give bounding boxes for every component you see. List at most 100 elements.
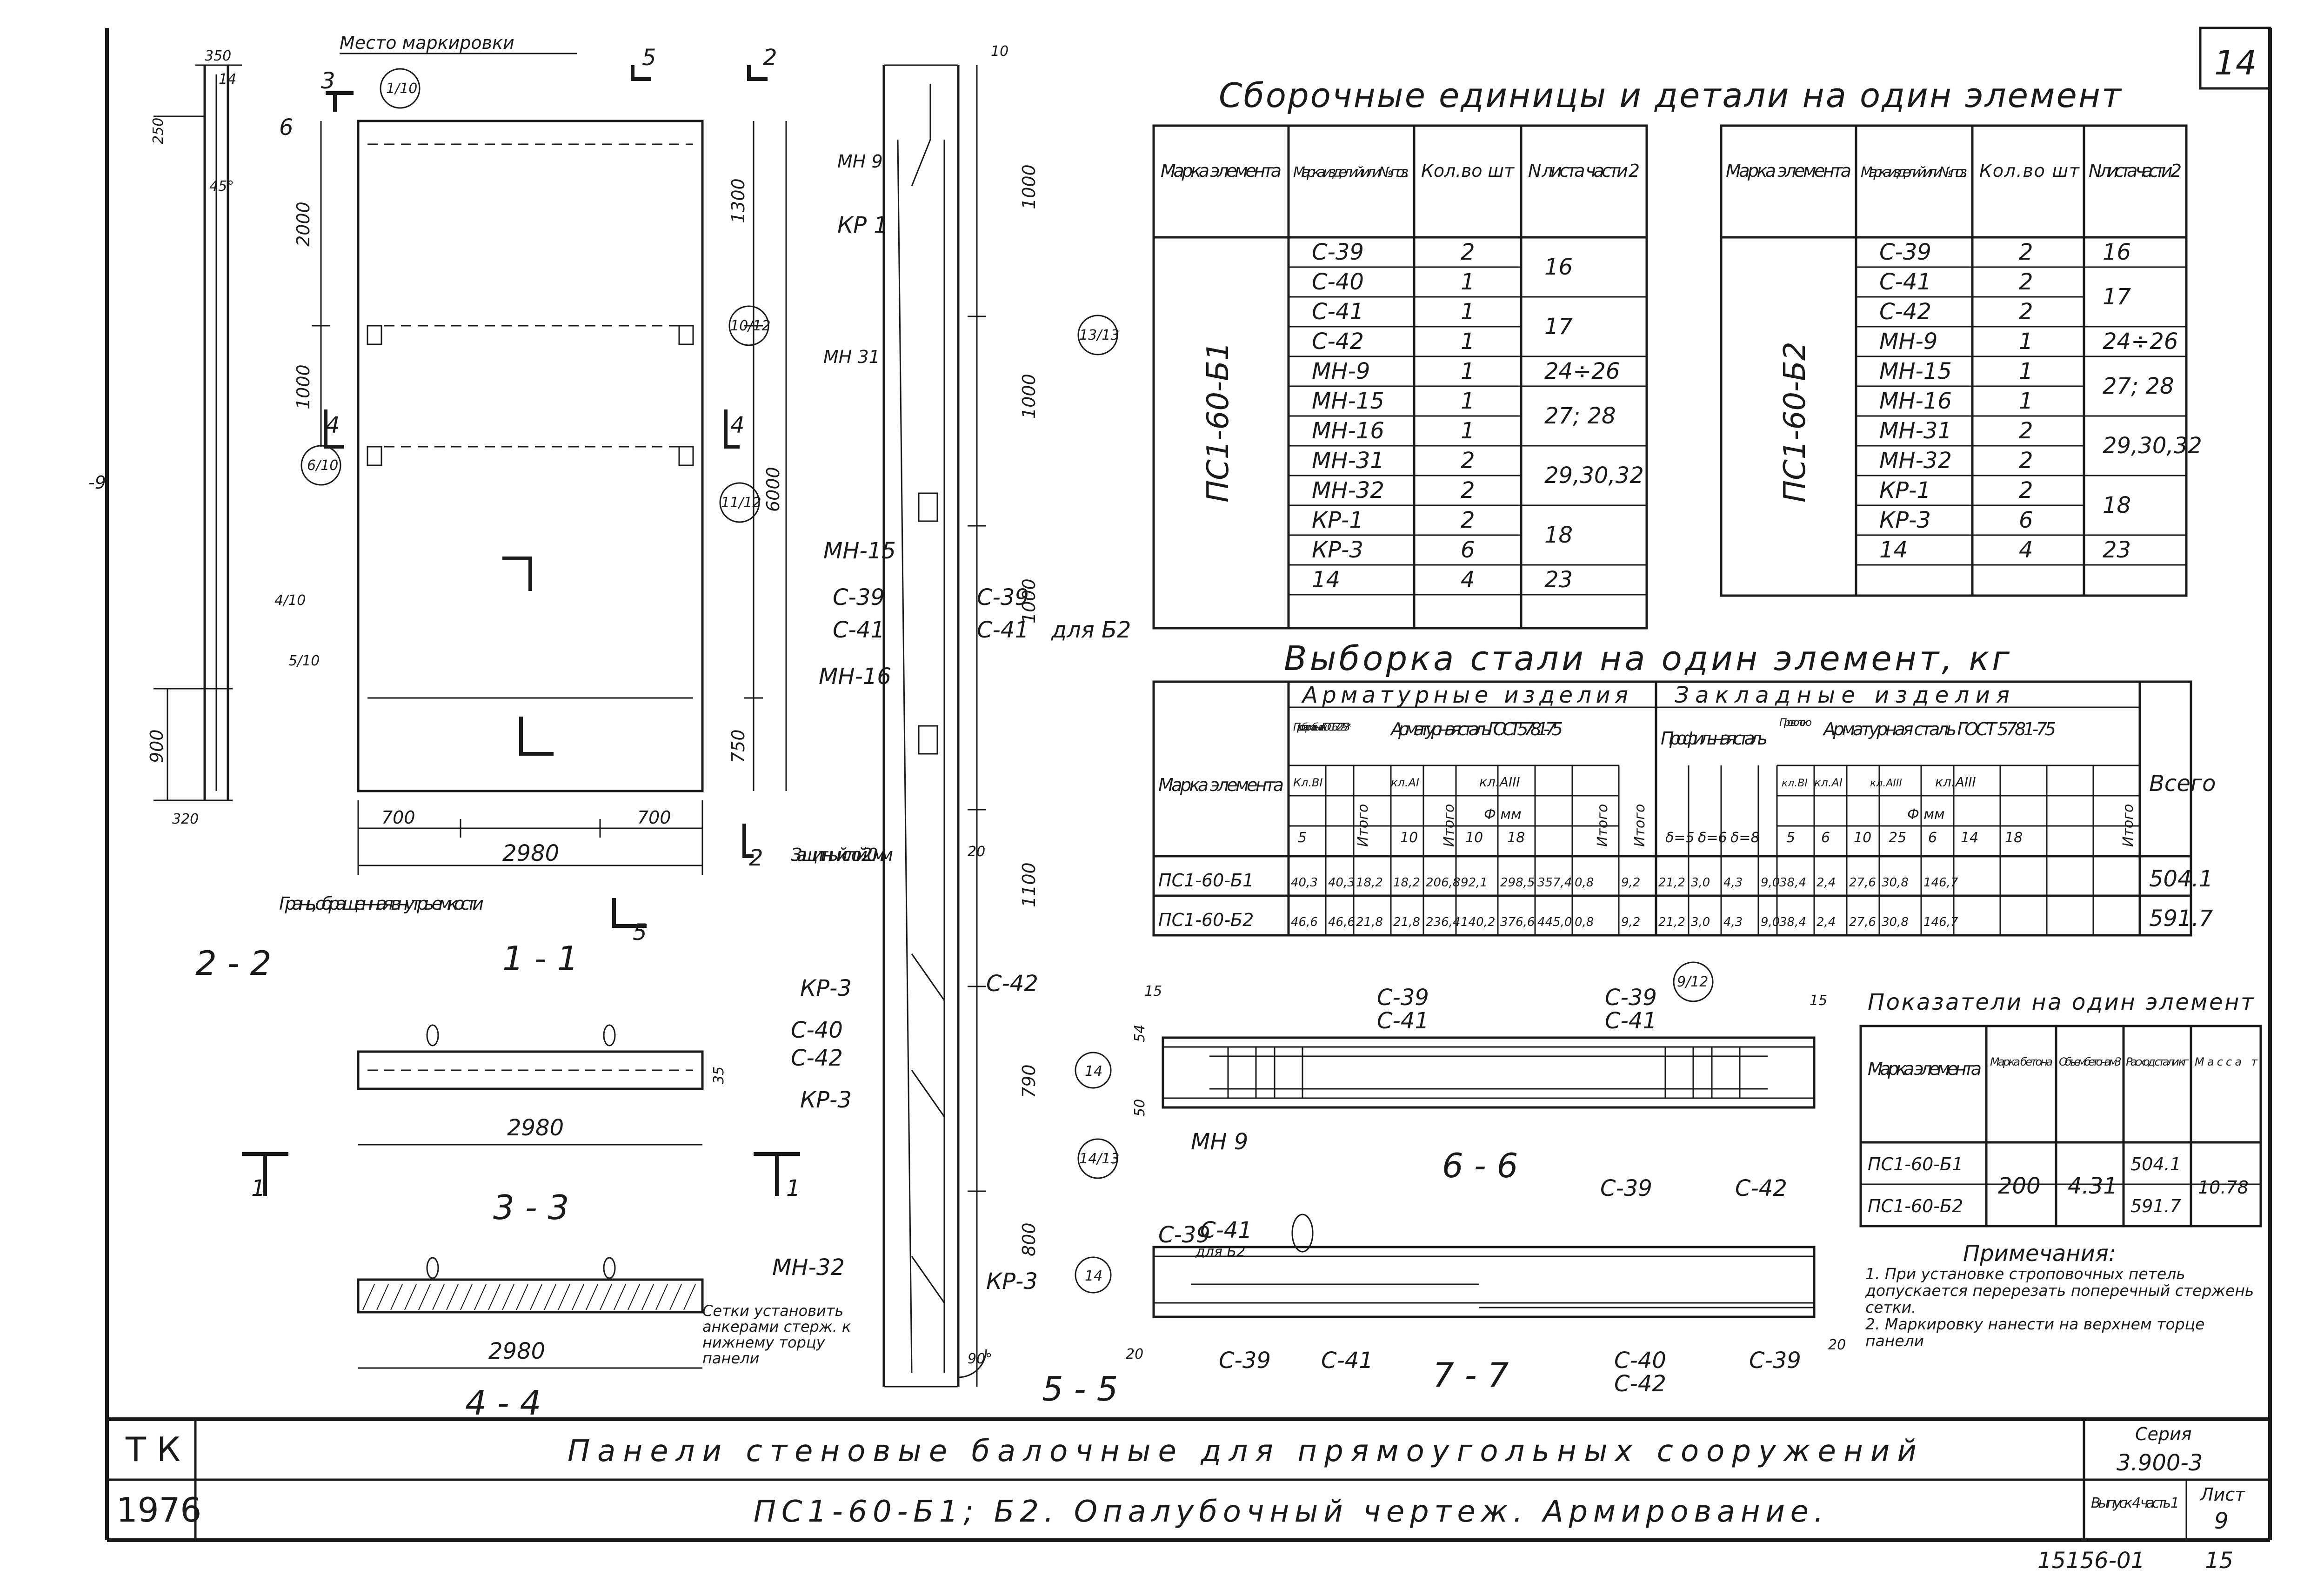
steel-itogo-1: Итого [1355, 804, 1371, 847]
units-table-b1-grid [1152, 124, 1648, 630]
dim-1000b: 1000 [1019, 374, 1039, 419]
ind-h4: Расход стали кг [2126, 1055, 2189, 1068]
dim-90: 90° [968, 1351, 992, 1367]
hatch-line [530, 1284, 542, 1310]
units-b2-qty: 2 [2019, 418, 2033, 444]
units-b2-sheet: 17 [2103, 284, 2131, 310]
dim-2980b: 2980 [507, 1115, 564, 1141]
callout-14-13: 14/13 [1079, 1151, 1119, 1167]
units-b1-sheet: 16 [1544, 254, 1573, 280]
units-b1-sheet: 29,30,32 [1544, 463, 1644, 489]
units-b2-sheet: 24÷26 [2103, 329, 2178, 355]
units-b1-qty: 2 [1461, 448, 1475, 474]
archive-page: 15 [2205, 1548, 2233, 1574]
dim-900: 900 [147, 729, 167, 763]
label-kp3c: КР-3 [986, 1268, 1038, 1295]
hatch-line [669, 1284, 682, 1310]
hatch-line [446, 1284, 459, 1310]
hatch-line [544, 1284, 556, 1310]
units-b2-qty: 4 [2019, 537, 2033, 563]
steel-sub2: Арматурная сталь ГОСТ 5781-75 [1389, 719, 1563, 739]
units-b2-sheet: 27; 28 [2103, 373, 2174, 399]
mark-2b: 2 [749, 845, 763, 871]
steel-class-e: кл.АIII [1935, 774, 1976, 790]
units-b1-mark: КР-3 [1312, 537, 1363, 563]
hatch-line [376, 1284, 389, 1310]
steel-cell: 21,8 [1356, 915, 1383, 929]
units-b1-mark: С-41 [1312, 299, 1364, 325]
hatch-line [558, 1284, 570, 1310]
dim-700a: 700 [381, 807, 415, 828]
stamp-series-value: 3.900-3 [2117, 1450, 2203, 1476]
steel-diam: 25 [1889, 830, 1906, 846]
steel-cell: 9,2 [1621, 876, 1640, 890]
mark-1b: 1 [786, 1175, 801, 1201]
ind-h3: Объем бетона м3 [2059, 1055, 2122, 1068]
steel-diam: 18 [1507, 830, 1525, 846]
steel-col-mark: Марка элемента [1158, 775, 1284, 795]
label-77-c41b: С-41 [1321, 1348, 1373, 1374]
callout-6-10: 6/10 [307, 457, 338, 474]
ind-row1-steel: 504.1 [2130, 1154, 2181, 1174]
units-b1-qty: 1 [1461, 329, 1475, 355]
steel-cell: 146,7 [1923, 915, 1958, 929]
hatch-line [655, 1284, 668, 1310]
callout-14a: 14 [1085, 1063, 1102, 1080]
callouts [301, 68, 1714, 1294]
steel-cell: 30,8 [1882, 915, 1909, 929]
callout-14b: 14 [1085, 1268, 1102, 1284]
section-5-5 [882, 64, 987, 1388]
units-b1-qty: 1 [1461, 299, 1475, 325]
hatch-line [586, 1284, 598, 1310]
hatch-line [488, 1284, 501, 1310]
dim-1000: 1000 [293, 364, 314, 409]
steel-table-title: Выборка стали на один элемент, кг [1284, 639, 2010, 678]
hatch-line [641, 1284, 654, 1310]
steel-cell: 9,0 [1761, 915, 1780, 929]
units-b1-mark: С-42 [1312, 329, 1364, 355]
label-77-c42: С-42 [1735, 1175, 1787, 1201]
units-b2-qty: 2 [2019, 269, 2033, 295]
stamp-sheet-label: Лист [2199, 1484, 2246, 1505]
units-b1-qty: 2 [1461, 477, 1475, 503]
dim-6000: 6000 [763, 467, 783, 512]
callout-1-10: 1/10 [386, 80, 417, 97]
dim-15a: 15 [1144, 983, 1162, 999]
dim-320: 320 [172, 811, 199, 827]
hatch-line [432, 1284, 445, 1310]
steel-cell: 140,2 [1461, 915, 1495, 929]
label-mh9: МН 9 [837, 151, 883, 172]
dim-250: 250 [150, 118, 167, 144]
steel-cell: 27,6 [1849, 915, 1876, 929]
label-kp3a: КР-3 [800, 975, 852, 1001]
label-cover: Защитный слой 20мм [791, 845, 893, 865]
hatch-line [516, 1284, 528, 1310]
units-b1-qty: 1 [1461, 388, 1475, 414]
units-b1-sheet: 23 [1544, 567, 1573, 593]
mesh-note: Сетки установить анкерами стерж. к нижне… [702, 1303, 851, 1366]
units-b1-qty: 4 [1461, 567, 1475, 593]
mark-2: 2 [763, 45, 777, 71]
units-b2-mark: МН-16 [1879, 388, 1952, 414]
steel-cell: 40,3 [1328, 876, 1355, 890]
indicators-title: Показатели на один элемент [1868, 989, 2255, 1015]
hatch-line [474, 1284, 487, 1310]
hatch-line [418, 1284, 431, 1310]
steel-class-d: кл.АI [1814, 776, 1843, 789]
steel-cell: 4,3 [1723, 915, 1743, 929]
label-77-c42b: С-42 [1614, 1371, 1666, 1397]
steel-cell: 92,1 [1461, 876, 1488, 890]
steel-cell: 46,6 [1291, 915, 1318, 929]
steel-vsego: Всего [2149, 771, 2216, 797]
hatch-line [460, 1284, 473, 1310]
units-b2-mark: 14 [1879, 537, 1908, 563]
steel-cell: 21,2 [1658, 876, 1685, 890]
ind-h5: Масса т [2195, 1055, 2258, 1068]
label-mh15: МН-15 [823, 538, 896, 564]
label-mh31: МН 31 [823, 347, 880, 367]
units-b2-mark: С-39 [1879, 239, 1931, 265]
dim-14: 14 [219, 71, 236, 87]
steel-sub4: Проволоко [1779, 717, 1812, 729]
section-2-2 [154, 64, 242, 801]
units-b2-h2: Марка изделий или № поз. [1861, 164, 1968, 181]
